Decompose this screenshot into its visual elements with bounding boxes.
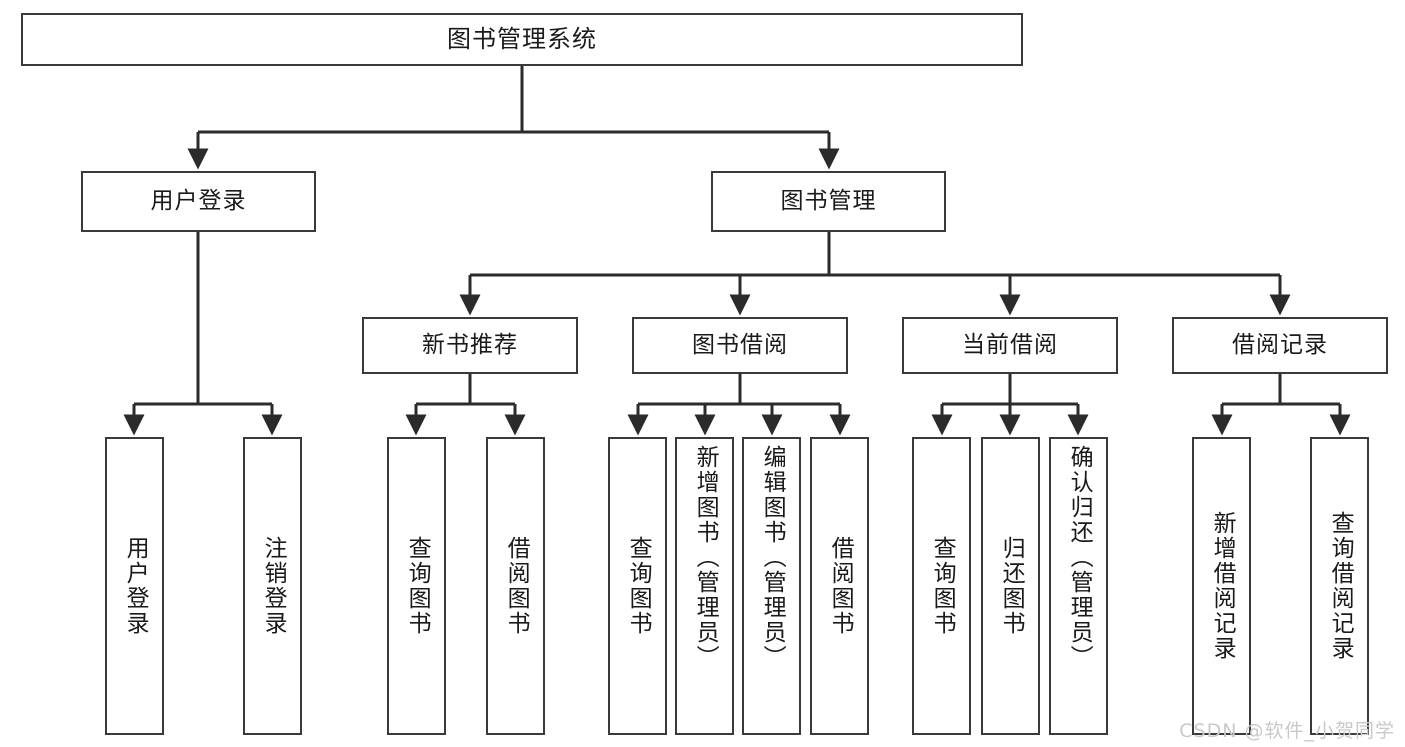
node-label: 当前借阅 — [962, 331, 1058, 358]
node-label: 新增借阅记录 — [1209, 511, 1236, 661]
node-leaf-add-borrow-record[interactable]: 新增借阅记录 — [1192, 437, 1251, 735]
node-label: 图书管理 — [780, 187, 877, 214]
node-label: 查询图书 — [625, 536, 652, 636]
node-label: 归还图书 — [998, 536, 1025, 636]
node-label: 确认归还（管理员） — [1066, 445, 1093, 670]
node-leaf-edit-book-admin[interactable]: 编辑图书（管理员） — [742, 437, 801, 735]
node-leaf-query-book-recommend[interactable]: 查询图书 — [387, 437, 446, 735]
node-label: 借阅记录 — [1232, 331, 1328, 358]
node-label: 注销登录 — [260, 536, 287, 636]
node-leaf-add-book-admin[interactable]: 新增图书（管理员） — [675, 437, 734, 735]
node-leaf-query-book-borrow[interactable]: 查询图书 — [608, 437, 667, 735]
node-label: 查询图书 — [929, 536, 956, 636]
node-label: 图书管理系统 — [447, 25, 597, 54]
node-user-login[interactable]: 用户登录 — [81, 171, 316, 232]
node-label: 编辑图书（管理员） — [759, 445, 786, 670]
node-current-borrowing[interactable]: 当前借阅 — [902, 317, 1118, 374]
node-new-book-recommendation[interactable]: 新书推荐 — [362, 317, 578, 374]
node-label: 查询图书 — [404, 536, 431, 636]
node-borrow-records[interactable]: 借阅记录 — [1172, 317, 1388, 374]
node-leaf-user-login[interactable]: 用户登录 — [105, 437, 164, 735]
node-leaf-query-borrow-record[interactable]: 查询借阅记录 — [1310, 437, 1369, 735]
node-label: 新书推荐 — [422, 331, 518, 358]
node-label: 用户登录 — [122, 536, 149, 636]
node-label: 借阅图书 — [827, 536, 854, 636]
csdn-watermark: CSDN @软件_小贺同学 — [1179, 720, 1395, 742]
node-label: 查询借阅记录 — [1327, 511, 1354, 661]
node-label: 图书借阅 — [692, 331, 788, 358]
node-leaf-confirm-return-admin[interactable]: 确认归还（管理员） — [1049, 437, 1108, 735]
node-leaf-borrow-book[interactable]: 借阅图书 — [810, 437, 869, 735]
node-leaf-logout[interactable]: 注销登录 — [243, 437, 302, 735]
node-label: 新增图书（管理员） — [692, 445, 719, 670]
node-root-system[interactable]: 图书管理系统 — [21, 13, 1023, 66]
node-label: 用户登录 — [150, 187, 247, 214]
node-book-management[interactable]: 图书管理 — [711, 171, 946, 232]
node-label: 借阅图书 — [503, 536, 530, 636]
node-leaf-query-book-current[interactable]: 查询图书 — [912, 437, 971, 735]
node-leaf-return-book[interactable]: 归还图书 — [981, 437, 1040, 735]
node-book-borrowing[interactable]: 图书借阅 — [632, 317, 848, 374]
node-leaf-borrow-book-recommend[interactable]: 借阅图书 — [486, 437, 545, 735]
